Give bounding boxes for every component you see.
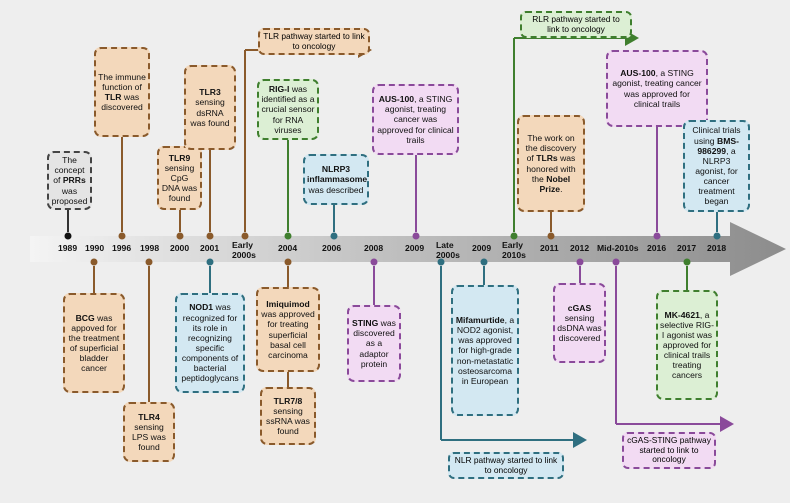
event-card-aus-100-2009: AUS-100, a STING agonist, treating cance… [372,84,459,155]
year-label: 2009 [405,243,425,253]
year-label: 2018 [707,243,727,253]
year-label: 1996 [112,243,132,253]
year-label: 2009 [472,243,492,253]
event-card-nobel-prize: The work on the discovery of TLRs was ho… [517,115,585,212]
event-card-sting: STING was discovered as a adaptor protei… [347,305,401,382]
event-card-imiquimod: Imiquimod was approved for treating supe… [256,287,320,372]
year-label: 1989 [58,243,78,253]
event-card-tlr4: TLR4 sensing LPS was found [123,402,175,462]
event-card-mifamurtide: Mifamurtide, a NOD2 agonist, was approve… [451,285,519,416]
event-card-prr: The concept of PRRs was proposed [47,151,92,210]
tlr-pathway-banner: TLR pathway started to link to oncology [258,28,370,56]
rlr-pathway-banner: RLR pathway started to link to oncology [520,11,632,39]
event-card-bcg: BCG was appoved for the treatment of sup… [63,293,125,393]
year-label: 2012 [570,243,590,253]
nlr-pathway-banner: NLR pathway started to link to oncology [448,452,564,480]
event-card-nlrp3: NLRP3 inflammasome was described [303,154,369,205]
event-card-mk-4621: MK-4621, a selective RIG-I agonist was a… [656,290,718,400]
event-card-rig-i: RIG-I was identified as a crucial sensor… [257,79,319,140]
event-card-bms-986299: Clinical trials using BMS-986299, a NLRP… [683,120,750,212]
year-label: 2000 [170,243,190,253]
year-label: 2017 [677,243,697,253]
year-label: Early 2000s [232,240,256,260]
year-label: 2001 [200,243,220,253]
event-card-tlr3: TLR3 sensing dsRNA was found [184,65,236,150]
cgas-sting-pathway-banner: cGAS-STING pathway started to link to on… [622,432,716,469]
year-label: Mid-2010s [597,243,639,253]
year-label: Late 2000s [436,240,460,260]
event-card-cgas: cGAS sensing dsDNA was discovered [553,283,606,363]
timeline-arrow [30,222,786,276]
year-label: 2011 [540,243,559,253]
year-label: 1990 [85,243,105,253]
event-card-nod1: NOD1 was recognized for its role in reco… [175,293,245,393]
year-label: 2016 [647,243,667,253]
year-label: 2004 [278,243,298,253]
event-card-tlr9: TLR9 sensing CpG DNA was found [157,146,202,210]
year-label: 1998 [140,243,160,253]
year-label: 2006 [322,243,342,253]
event-card-tlr-function: The immune function of TLR was discovere… [94,47,150,137]
event-card-aus-100-2016: AUS-100, a STING agonist, treating cance… [606,50,708,127]
year-label: Early 2010s [502,240,526,260]
year-label: 2008 [364,243,384,253]
event-card-tlr7-8: TLR7/8 sensing ssRNA was found [260,387,316,445]
